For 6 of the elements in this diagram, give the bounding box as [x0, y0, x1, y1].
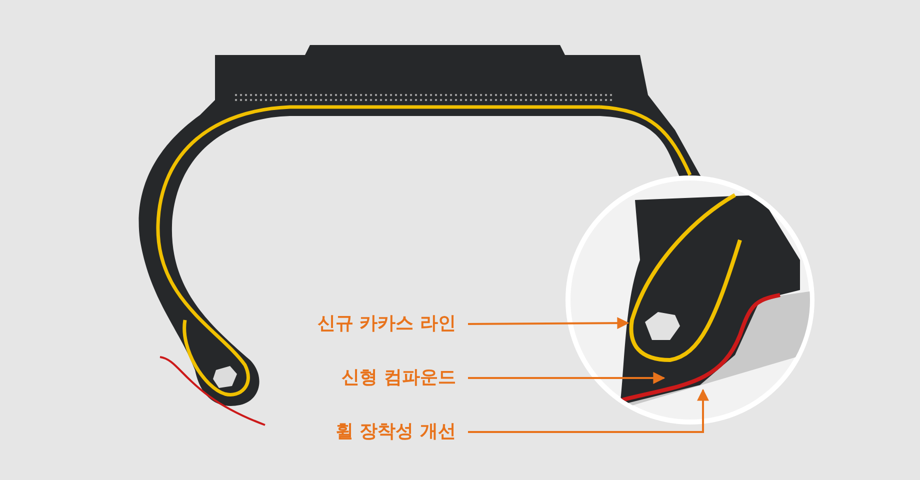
- leader-arrow: [468, 372, 666, 384]
- leader-arrow: [468, 388, 709, 433]
- callout-label: 휠 장착성 개선: [335, 420, 456, 444]
- leader-arrow: [468, 317, 630, 330]
- callout-label: 신형 컴파운드: [342, 366, 456, 390]
- callout-label: 신규 카카스 라인: [317, 312, 456, 336]
